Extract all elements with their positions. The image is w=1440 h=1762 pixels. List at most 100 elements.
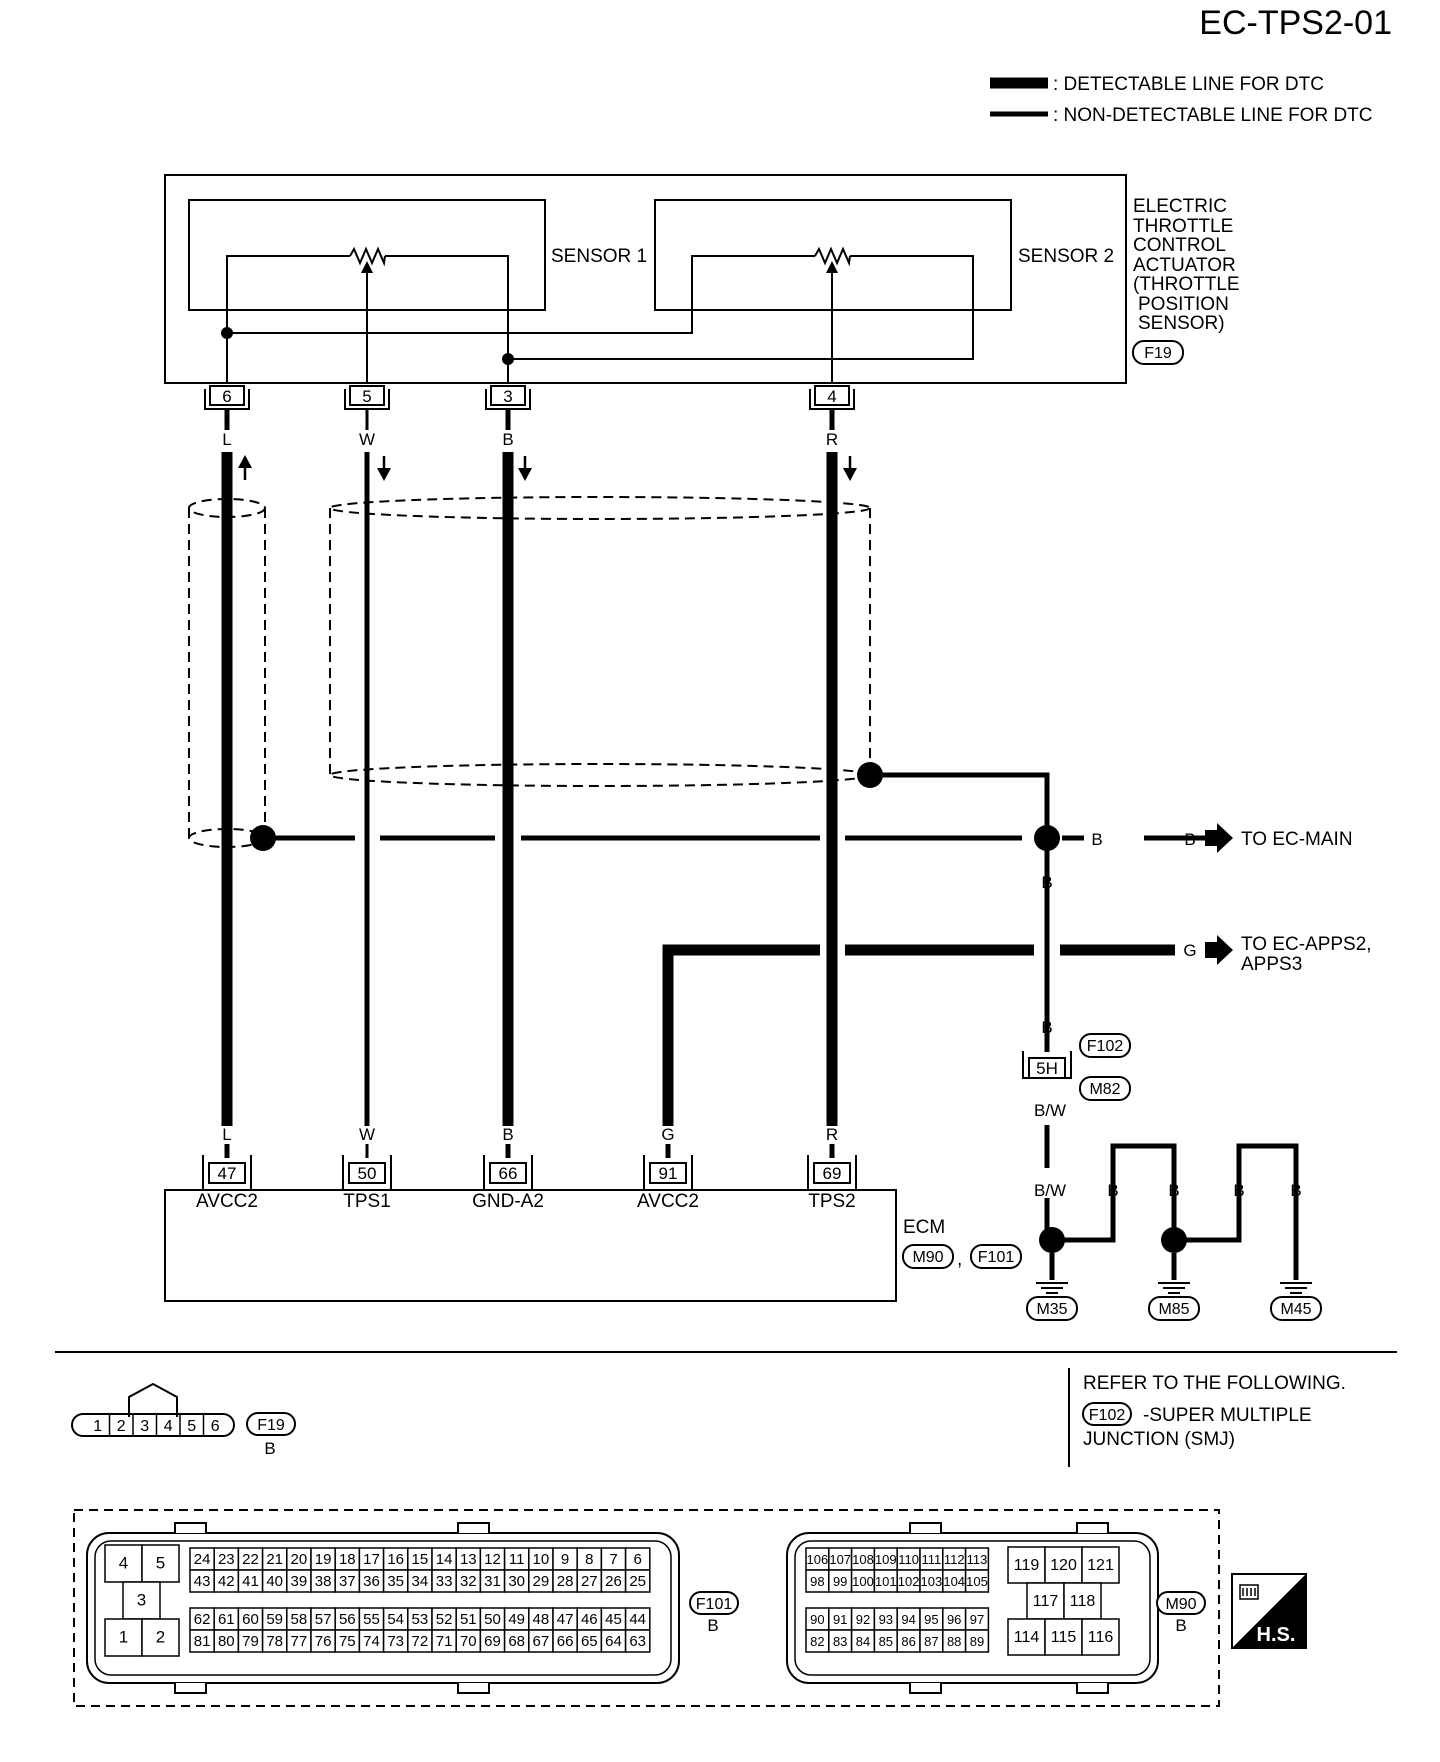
m90-pin-number: 107 [829, 1552, 851, 1567]
m90-pin-number: 113 [967, 1552, 988, 1567]
f101-pin-number: 74 [363, 1633, 380, 1650]
m90-tab [1076, 1683, 1109, 1694]
refer-conn: F102 [1089, 1407, 1126, 1424]
legend-nondetectable-text: : NON-DETECTABLE LINE FOR DTC [1053, 105, 1373, 126]
f101-pin-number: 43 [194, 1573, 211, 1590]
actuator-label-line-5: (THROTTLE [1133, 274, 1240, 295]
pin-number: 66 [499, 1164, 518, 1183]
pin-function: TPS1 [343, 1191, 391, 1212]
f101-pin-number: 52 [436, 1611, 453, 1628]
f19-pin-number: 5 [187, 1418, 196, 1435]
f101-pin-number: 24 [194, 1551, 211, 1568]
pin-number: 3 [503, 387, 512, 406]
wire-color-label: W [359, 430, 375, 449]
f101-pin-number: 73 [387, 1633, 404, 1650]
f101-pin-number: 51 [460, 1611, 477, 1628]
actuator-label-line-6: POSITION [1138, 294, 1229, 315]
f101-pin-number: 30 [508, 1573, 525, 1590]
m90-pin-number-cell [964, 1569, 990, 1593]
drain-junction-dot [1034, 825, 1060, 851]
f101-pin-number: 62 [194, 1611, 211, 1628]
ecm-connector-badge-2 [970, 1244, 1022, 1269]
f101-pin-number: 79 [242, 1633, 259, 1650]
wire-color-label: W [359, 1125, 375, 1144]
ground-label-m85: M85 [1158, 1301, 1189, 1318]
m90-label: M90 [1165, 1596, 1196, 1613]
f101-tab [457, 1683, 490, 1694]
f101-pin-number: 48 [533, 1611, 550, 1628]
f19-pin-number: 2 [117, 1418, 126, 1435]
f101-pin-number: 7 [609, 1551, 617, 1568]
m90-pin-number: 120 [1050, 1557, 1077, 1574]
f101-tab [174, 1683, 207, 1694]
pin-bracket [202, 1155, 252, 1191]
f101-pin-number: 8 [585, 1551, 593, 1568]
m90-pin-number: 110 [898, 1552, 919, 1567]
f101-pin-number: 27 [581, 1573, 598, 1590]
f101-pin-number: 75 [339, 1633, 356, 1650]
f19-pin-number: 3 [140, 1418, 149, 1435]
m90-pin-number: 121 [1087, 1557, 1114, 1574]
actuator-label-line-7: SENSOR) [1138, 313, 1225, 334]
shield-right [329, 496, 871, 787]
f101-pin-number-cell [141, 1544, 180, 1583]
sensor1-wiring [226, 255, 509, 383]
f101-pin-number-cell [122, 1581, 161, 1620]
ecm-label: ECM [903, 1217, 945, 1238]
actuator-connector-badge [1132, 340, 1184, 365]
f101-pin-number: 28 [557, 1573, 574, 1590]
m90-pin-number: 92 [856, 1612, 870, 1627]
f19-label: F19 [257, 1417, 285, 1434]
m90-tab [909, 1522, 942, 1533]
ground-badge-m85 [1148, 1296, 1200, 1321]
sensor2-resistor [814, 246, 851, 267]
ground-color-b4: B [1290, 1181, 1301, 1200]
f101-pin-number: 34 [412, 1573, 429, 1590]
arrow-right-icon [1205, 935, 1233, 965]
pin-number: 5 [362, 387, 371, 406]
f101-tab [457, 1522, 490, 1533]
ground-color-b1: B [1107, 1181, 1118, 1200]
f19-pin-number: 4 [164, 1418, 173, 1435]
junction-conn2-badge [1079, 1076, 1131, 1101]
sensor2-wiring [227, 255, 974, 360]
f101-pin-number-cell [141, 1618, 180, 1657]
f101-pin-number: 76 [315, 1633, 332, 1650]
f101-pin-number: 55 [363, 1611, 380, 1628]
hs-harness-side-icon: H.S. [1231, 1573, 1307, 1649]
m90-pin-number: 105 [966, 1574, 988, 1589]
m90-pin-number: 82 [810, 1634, 824, 1649]
wire-color-label: R [826, 1125, 838, 1144]
f101-pin-number-cell [624, 1569, 651, 1593]
pin-function: AVCC2 [637, 1191, 699, 1212]
ground-color-b3: B [1233, 1181, 1244, 1200]
actuator-label-line-4: ACTUATOR [1133, 255, 1236, 276]
m90-pin-number-cell [964, 1629, 990, 1653]
f101-pin-number: 50 [484, 1611, 501, 1628]
f101-pin-number: 49 [508, 1611, 525, 1628]
f101-pin-number: 42 [218, 1573, 235, 1590]
f101-label: F101 [696, 1596, 733, 1613]
junction-conn1: F102 [1087, 1038, 1124, 1055]
f101-pin-number: 4 [119, 1554, 128, 1573]
m90-pin-number: 115 [1051, 1629, 1077, 1646]
f101-pin-number: 53 [412, 1611, 429, 1628]
ground-dot-m35 [1039, 1227, 1065, 1253]
m90-pin-number-cell [1044, 1546, 1083, 1584]
f101-pin-number: 11 [509, 1551, 525, 1568]
f101-pin-number: 37 [339, 1573, 356, 1590]
f101-pin-number: 29 [533, 1573, 550, 1590]
junction-color-out: B/W [1034, 1101, 1066, 1120]
f101-pin-number: 5 [156, 1554, 165, 1573]
f19-pin-number: 1 [93, 1418, 102, 1435]
pin-box [813, 1162, 851, 1184]
shield-drain-wiring [263, 772, 1205, 1052]
pin-number: 69 [823, 1164, 842, 1183]
pin-box [814, 385, 850, 406]
to-ec-apps-line-1: TO EC-APPS2, [1241, 934, 1372, 955]
f101-pin-number: 20 [291, 1551, 308, 1568]
ecm-connector-2: F101 [978, 1249, 1015, 1266]
